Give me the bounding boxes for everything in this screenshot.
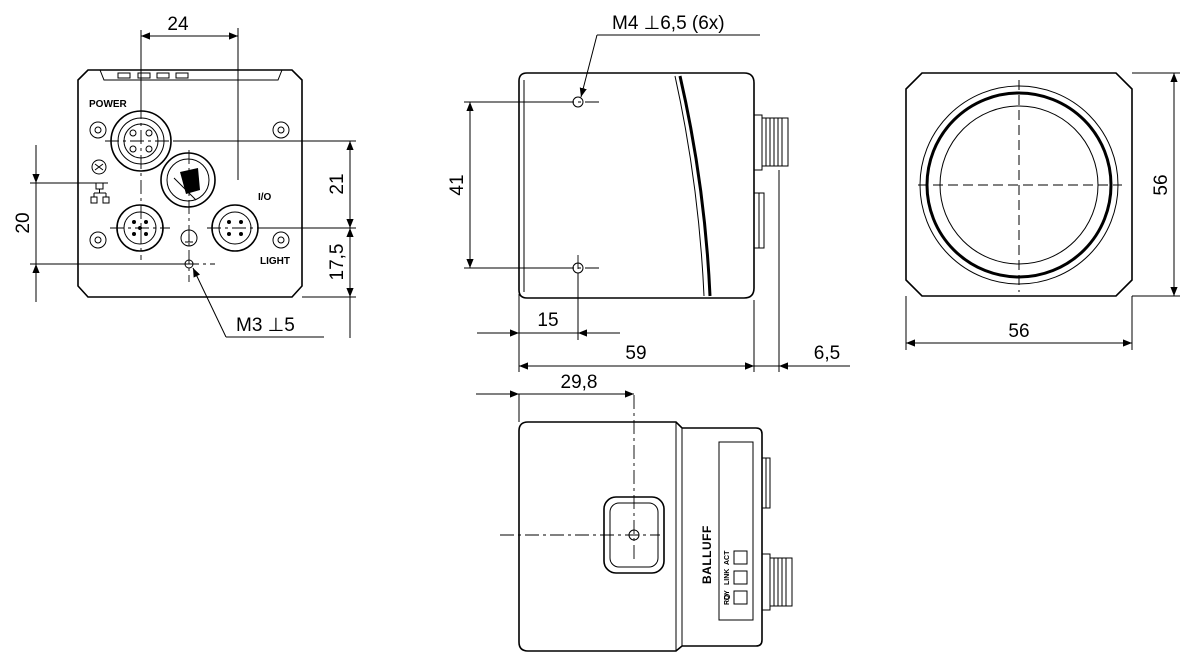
front-screws xyxy=(89,121,290,249)
side-connector-top xyxy=(753,114,789,171)
front-dimension-lines xyxy=(32,32,354,338)
dim-56-vertical: 56 xyxy=(1151,174,1172,195)
side-extension-lines xyxy=(464,101,780,372)
network-connector xyxy=(160,152,216,208)
top-housing-outline xyxy=(518,421,763,652)
front-extension-lines xyxy=(30,28,356,298)
m3-thread-callout: M3 ⊥5 xyxy=(236,315,295,336)
side-housing-outline xyxy=(518,72,755,299)
dim-41: 41 xyxy=(447,174,468,195)
side-center-lines xyxy=(560,101,600,285)
dim-17-5: 17,5 xyxy=(327,244,348,281)
front-center-lines xyxy=(105,30,300,282)
dim-29-8: 29,8 xyxy=(561,372,598,393)
brand-logo: BALLUFF xyxy=(700,525,714,584)
dim-56-horizontal: 56 xyxy=(1008,321,1029,342)
top-label-panel xyxy=(718,441,754,621)
m4-thread-callout: M4 ⊥6,5 (6x) xyxy=(612,13,725,34)
light-label: LIGHT xyxy=(260,256,290,267)
side-dimension-lines xyxy=(466,102,850,370)
dim-21: 21 xyxy=(327,173,348,194)
front-view: POWER I/O LIGHT xyxy=(13,14,356,338)
led-label-act: ACT xyxy=(724,550,731,565)
dim-24: 24 xyxy=(167,14,189,35)
side-view: 41 15 59 6,5 M4 ⊥6,5 (6x) xyxy=(447,13,850,372)
rear-housing-outline xyxy=(905,72,1133,297)
dim-20: 20 xyxy=(13,212,34,233)
led-label-link: LINK xyxy=(724,569,731,585)
m4-leader xyxy=(579,34,760,98)
io-label: I/O xyxy=(258,192,272,203)
top-connector-upper xyxy=(761,457,771,509)
rear-extension-lines xyxy=(905,72,1180,350)
rear-view: 56 56 xyxy=(905,72,1180,350)
power-label: POWER xyxy=(89,99,128,110)
dim-59: 59 xyxy=(625,343,646,364)
top-view: 29,8 ACT LINK RDY BALLUFF xyxy=(476,372,793,652)
side-connector-bottom xyxy=(753,192,765,249)
sync-icon xyxy=(91,159,107,175)
m3-leader xyxy=(192,267,324,338)
network-icon xyxy=(90,182,110,204)
led-marker-icon xyxy=(724,594,730,600)
side-front-bezel-curve xyxy=(678,75,712,297)
led-label-rdy: RDY xyxy=(724,590,731,605)
front-top-rail xyxy=(99,69,283,81)
front-led-slots xyxy=(117,72,189,79)
dim-6-5: 6,5 xyxy=(814,343,840,364)
front-housing-outline xyxy=(77,69,303,298)
top-connector-lower xyxy=(761,553,793,611)
dim-15: 15 xyxy=(537,310,558,331)
top-led-indicators xyxy=(733,550,748,605)
